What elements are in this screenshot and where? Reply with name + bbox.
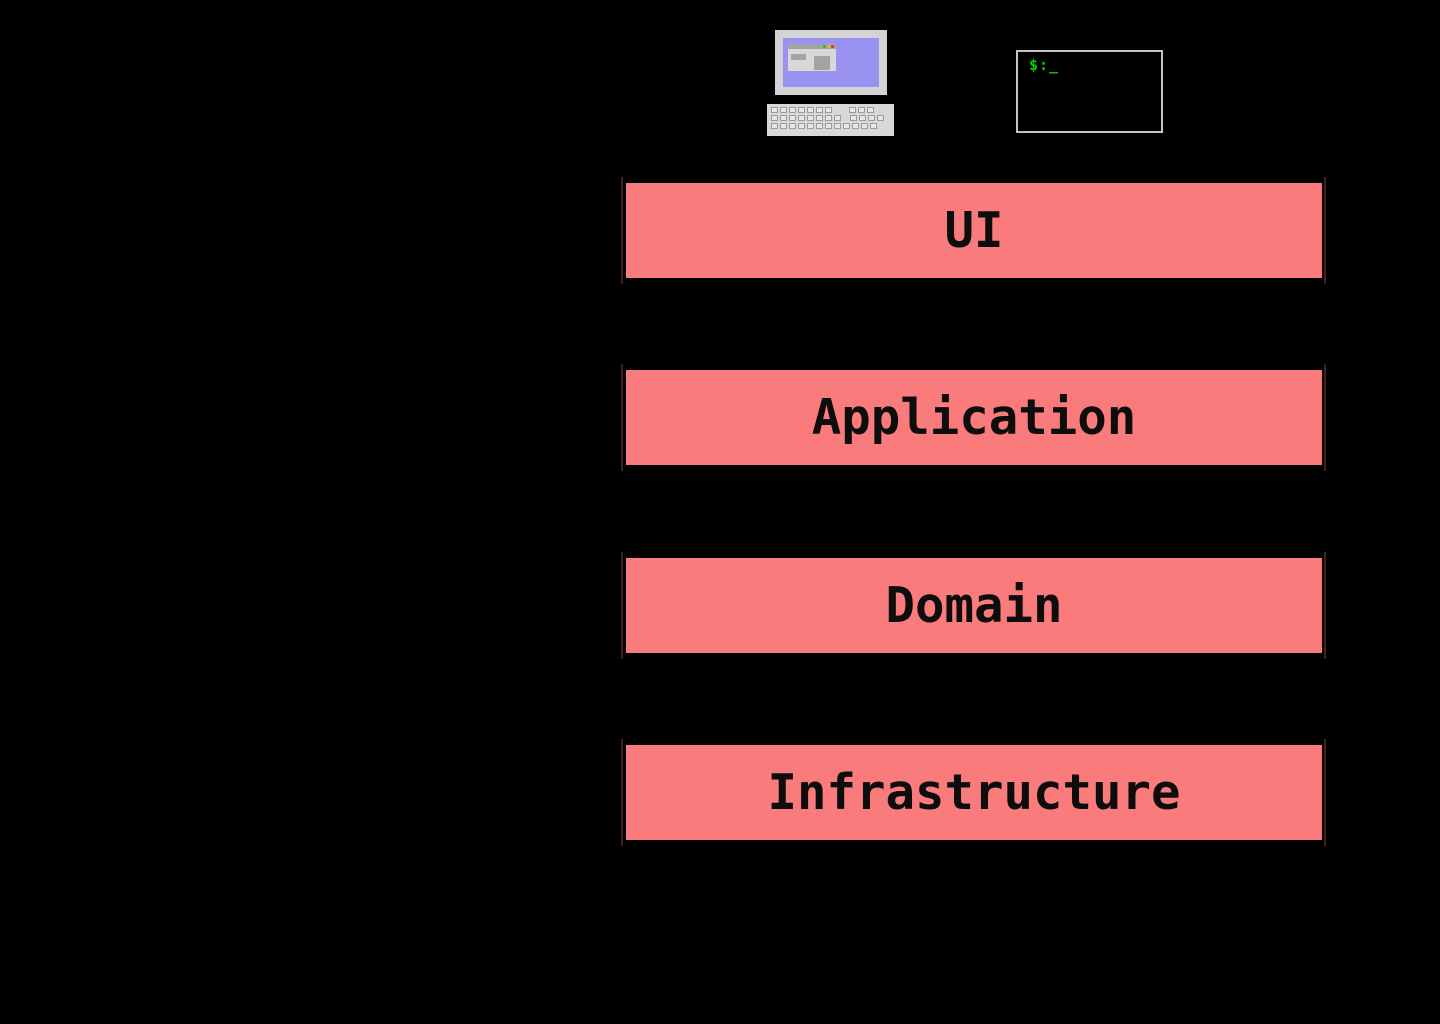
terminal-icon: $:_ bbox=[1016, 50, 1163, 133]
keyboard-icon bbox=[767, 104, 894, 136]
keyboard-row bbox=[771, 123, 890, 129]
browser-titlebar bbox=[788, 44, 836, 49]
keyboard-row bbox=[771, 115, 890, 121]
browser-content-block-large bbox=[814, 56, 830, 70]
layer-box-ui: UI bbox=[621, 177, 1326, 284]
monitor-icon bbox=[775, 30, 887, 95]
layer-box-application: Application bbox=[621, 364, 1326, 471]
layer-box-domain: Domain bbox=[621, 552, 1326, 659]
browser-window-icon bbox=[788, 44, 836, 71]
titlebar-dot-yellow-icon bbox=[827, 45, 830, 48]
layer-label-application: Application bbox=[811, 389, 1137, 446]
browser-content-block-small bbox=[791, 54, 806, 60]
terminal-prompt: $:_ bbox=[1029, 56, 1060, 74]
keyboard-row bbox=[771, 107, 890, 113]
layer-label-ui: UI bbox=[944, 202, 1004, 259]
monitor-screen bbox=[783, 38, 879, 87]
layer-box-infrastructure: Infrastructure bbox=[621, 739, 1326, 846]
titlebar-dot-green-icon bbox=[823, 45, 826, 48]
titlebar-dot-red-icon bbox=[831, 45, 834, 48]
layer-label-infrastructure: Infrastructure bbox=[767, 764, 1181, 821]
layer-label-domain: Domain bbox=[885, 577, 1063, 634]
